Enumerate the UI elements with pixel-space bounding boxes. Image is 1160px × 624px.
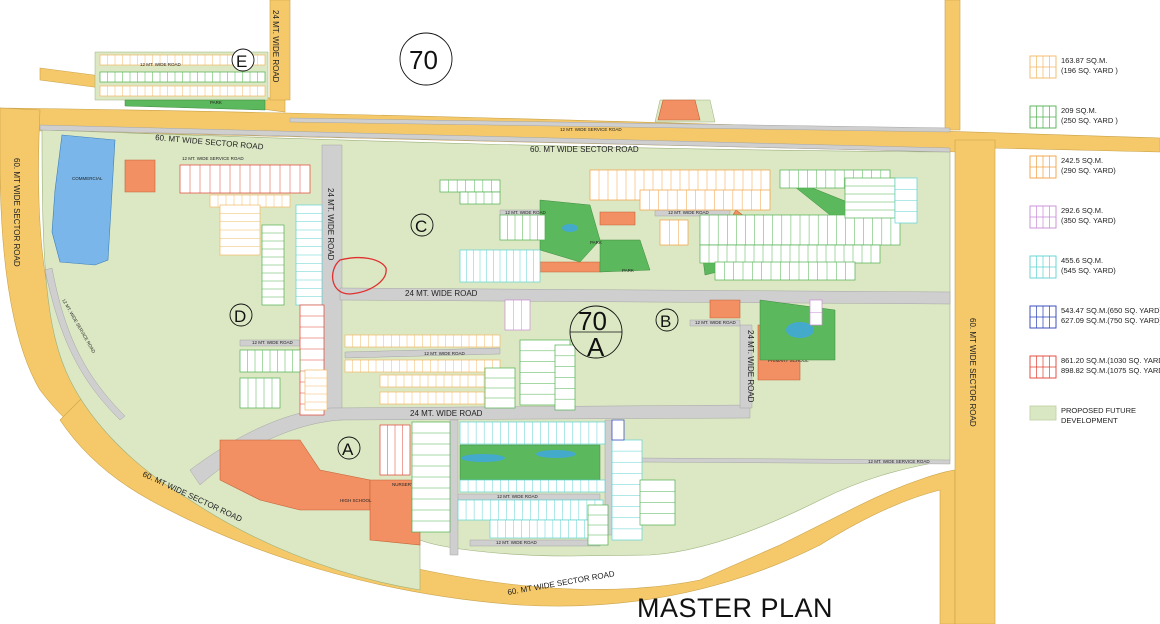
plot-rows xyxy=(99,54,918,546)
legend-label-line1: 242.5 SQ.M. xyxy=(1061,156,1103,165)
plot-strip xyxy=(379,391,501,405)
plot-strip xyxy=(239,377,281,409)
primary-school-label: PRIMARY SCHOOL xyxy=(768,358,809,363)
sector-b-letter: B xyxy=(660,312,671,331)
high-school-label: HIGH SCHOOL xyxy=(340,498,372,503)
sector-70-circle xyxy=(399,32,453,86)
sector-70-number: 70 xyxy=(409,45,438,75)
plot-strip xyxy=(659,219,689,246)
plot-strip xyxy=(611,419,625,441)
plot-strip xyxy=(459,191,501,205)
road-label-12-c: 12 MT. WIDE ROAD xyxy=(505,210,547,215)
legend-item: 209 SQ.M.(250 SQ. YARD ) xyxy=(1029,105,1118,129)
legend-label-line2: 898.82 SQ.M.(1075 SQ. YARD) xyxy=(1061,366,1160,375)
map-title: MASTER PLAN xyxy=(637,593,833,623)
legend-item: 242.5 SQ.M.(290 SQ. YARD) xyxy=(1029,155,1116,179)
park-e-label: PARK xyxy=(210,100,222,105)
road-label-service-top: 12 MT. WIDE SERVICE ROAD xyxy=(560,127,622,132)
road-label-12-c2: 12 MT. WIDE ROAD xyxy=(668,210,710,215)
road-label-12-a: 12 MT. WIDE ROAD xyxy=(497,494,539,499)
plot-strip xyxy=(379,374,501,388)
road-label-60-left: 60. MT WIDE SECTOR ROAD xyxy=(12,158,21,267)
legend-item: 861.20 SQ.M.(1030 SQ. YARD)898.82 SQ.M.(… xyxy=(1029,355,1160,379)
legend-label-line1: 163.87 SQ.M. xyxy=(1061,56,1107,65)
legend-label-line2: (545 SQ. YARD) xyxy=(1061,266,1116,275)
water-bodies xyxy=(461,224,814,462)
sector-70a-letter: A xyxy=(587,332,605,362)
road-label-24-top: 24 MT. WIDE ROAD xyxy=(271,10,280,83)
legend: 163.87 SQ.M.(196 SQ. YARD ) 209 SQ.M.(250… xyxy=(1029,55,1160,425)
legend-item: 455.6 SQ.M.(545 SQ. YARD) xyxy=(1029,255,1116,279)
plot-strip xyxy=(714,261,856,281)
sector-d-circle xyxy=(229,303,253,327)
sector-d-letter: D xyxy=(234,307,246,326)
road-label-service-right: 12 MT. WIDE SERVICE ROAD xyxy=(868,459,930,464)
road-label-24-mid: 24 MT. WIDE ROAD xyxy=(405,289,478,298)
sector-a-letter: A xyxy=(342,440,354,459)
legend-label-line2: (250 SQ. YARD ) xyxy=(1061,116,1118,125)
sector-b-circle xyxy=(655,308,679,332)
sector-e-circle xyxy=(231,48,255,72)
commercial-block xyxy=(51,134,116,266)
legend-label-line1: 455.6 SQ.M. xyxy=(1061,256,1103,265)
park-c2-label: PARK xyxy=(622,268,634,273)
road-label-24-lower: 24 MT. WIDE ROAD xyxy=(410,409,483,418)
park-c-label: PARK xyxy=(590,240,602,245)
sector-c-circle xyxy=(410,213,434,237)
sector-70a-number: 70 xyxy=(578,306,607,336)
road-label-12-e: 12 MT. WIDE ROAD xyxy=(140,62,182,67)
plot-strip xyxy=(611,439,643,541)
road-label-60-top-mid: 60. MT WIDE SECTOR ROAD xyxy=(530,145,639,154)
road-label-12-mid: 12 MT. WIDE ROAD xyxy=(424,351,466,356)
legend-label-line1: 861.20 SQ.M.(1030 SQ. YARD) xyxy=(1061,356,1160,365)
legend-item: 292.6 SQ.M.(350 SQ. YARD) xyxy=(1029,205,1116,229)
road-label-12-d: 12 MT. WIDE ROAD xyxy=(252,340,294,345)
road-label-service-upper: 12 MT. WIDE SERVICE ROAD xyxy=(182,156,244,161)
legend-item: 543.47 SQ.M.(650 SQ. YARD)627.09 SQ.M.(7… xyxy=(1029,305,1160,329)
commercial-label: COMMERCIAL xyxy=(72,176,103,181)
legend-label-line2: (350 SQ. YARD) xyxy=(1061,216,1116,225)
road-label-12-b: 12 MT. WIDE ROAD xyxy=(695,320,737,325)
legend-swatch xyxy=(1029,405,1057,421)
legend-label-line1: PROPOSED FUTURE xyxy=(1061,406,1136,415)
sector-a-circle xyxy=(337,436,361,460)
legend-label-line2: DEVELOPMENT xyxy=(1061,416,1118,425)
legend-label-line2: (196 SQ. YARD ) xyxy=(1061,66,1118,75)
sector-e-letter: E xyxy=(236,52,247,71)
sector-c-letter: C xyxy=(415,217,427,236)
road-label-60-right: 60. MT WIDE SECTOR ROAD xyxy=(968,318,977,427)
plot-strip xyxy=(504,299,531,331)
legend-label-line2: (290 SQ. YARD) xyxy=(1061,166,1116,175)
legend-label-line2: 627.09 SQ.M.(750 SQ. YARD) xyxy=(1061,316,1160,325)
legend-label-line1: 209 SQ.M. xyxy=(1061,106,1097,115)
legend-item: 163.87 SQ.M.(196 SQ. YARD ) xyxy=(1029,55,1118,79)
plot-strip xyxy=(179,164,311,194)
inner-roads xyxy=(39,117,951,556)
road-label-12-a-inner: 12 MT. WIDE ROAD xyxy=(496,540,538,545)
road-label-24-vertical: 24 MT. WIDE ROAD xyxy=(326,188,335,261)
plot-strip xyxy=(844,177,896,219)
plot-strip xyxy=(304,369,328,411)
legend-label-line1: 543.47 SQ.M.(650 SQ. YARD) xyxy=(1061,306,1160,315)
sector-markers: E C D B A 70 70 A xyxy=(229,32,679,460)
legend-label-line1: 292.6 SQ.M. xyxy=(1061,206,1103,215)
road-label-24-right: 24 MT. WIDE ROAD xyxy=(746,330,755,403)
plot-strip xyxy=(439,179,501,193)
highlighted-plots xyxy=(331,257,387,295)
